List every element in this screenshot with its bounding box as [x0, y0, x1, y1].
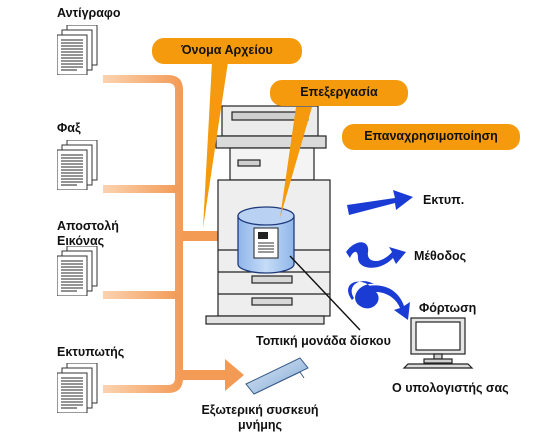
computer-label: Ο υπολογιστής σας	[392, 381, 509, 395]
document-stack-icon	[57, 246, 98, 296]
callout-filename: Όνομα Αρχείου	[181, 43, 273, 57]
load-arrow-icon	[348, 281, 410, 320]
callout-edit-shape	[270, 80, 408, 218]
print-arrow-icon	[347, 190, 413, 215]
document-stack-icon	[57, 25, 98, 75]
flow-arrow-to-memory	[183, 359, 244, 391]
document-stack-icon	[57, 140, 98, 190]
callout-edit: Επεξεργασία	[300, 85, 378, 99]
callout-filename-shape	[152, 38, 302, 228]
external-memory-icon	[245, 357, 309, 395]
source-label-printer: Εκτυπωτής	[57, 345, 125, 359]
action-label-method: Μέθοδος	[414, 249, 467, 263]
source-label-copy: Αντίγραφο	[57, 6, 121, 20]
local-disk-label: Τοπική μονάδα δίσκου	[256, 334, 391, 348]
callout-reuse-shape	[342, 124, 520, 150]
method-arrow-icon	[346, 242, 406, 268]
external-memory-label: Εξωτερική συσκευή μνήμης	[201, 403, 319, 432]
action-label-load: Φόρτωση	[419, 301, 477, 315]
disk-leader-line	[289, 255, 361, 331]
source-label-fax: Φαξ	[57, 121, 81, 135]
document-stack-icon	[57, 363, 98, 413]
computer-icon	[402, 317, 474, 369]
action-label-print: Εκτυπ.	[423, 193, 465, 207]
local-disk-icon	[237, 206, 295, 274]
callout-reuse: Επαναχρησιμοποίηση	[364, 129, 498, 143]
source-label-image-send: Αποστολή Εικόνας	[57, 219, 119, 248]
